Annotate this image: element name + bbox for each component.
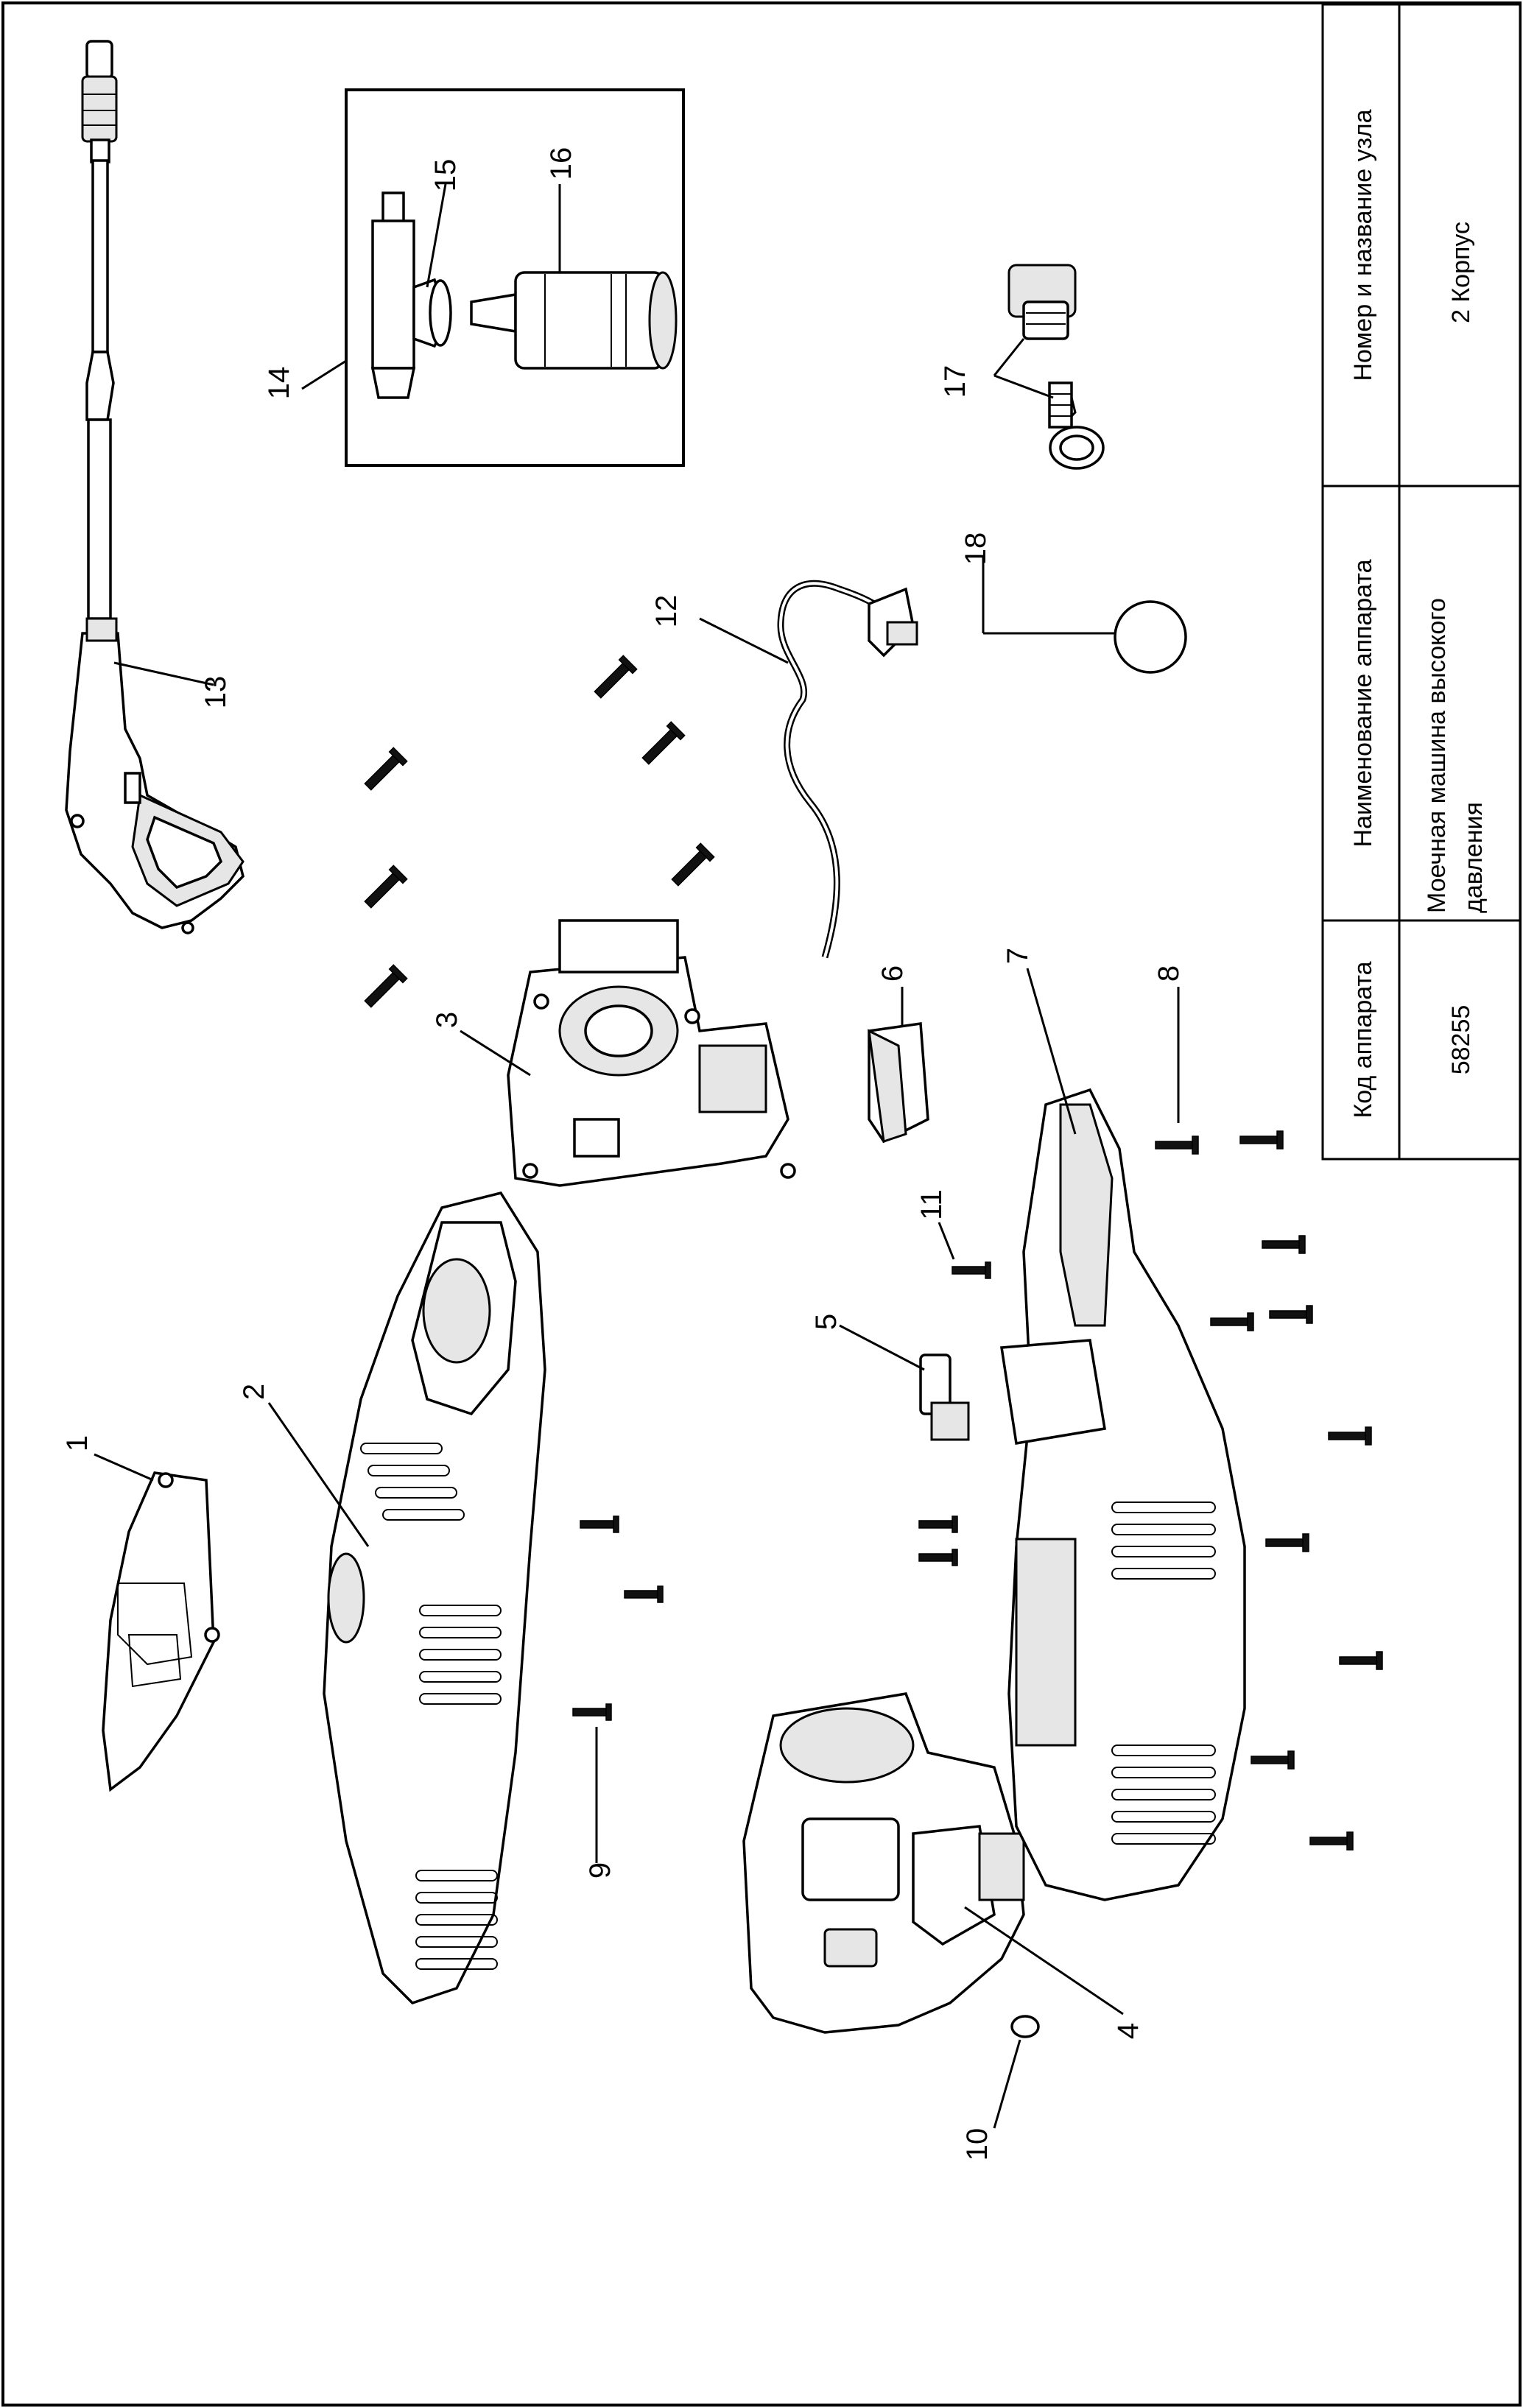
callout-4: 4 (1112, 2023, 1144, 2039)
callout-labels: 1 2 3 4 5 6 7 8 9 10 11 12 13 14 15 16 1… (61, 147, 1185, 2161)
power-cord (777, 580, 918, 959)
callout-6: 6 (876, 965, 909, 982)
round-label (1114, 600, 1187, 674)
cover-part (102, 1471, 220, 1792)
callout-11: 11 (915, 1189, 948, 1220)
leader-lines (94, 183, 1180, 2129)
callout-12: 12 (650, 595, 683, 628)
front-housing (742, 1692, 1025, 2034)
hose-fittings (1007, 264, 1105, 470)
spray-gun-lance (65, 40, 245, 934)
assembly-value: 2 Корпус (1447, 222, 1475, 323)
callout-10: 10 (961, 2128, 993, 2161)
bottom-housing (999, 1088, 1246, 1901)
callout-14: 14 (263, 367, 295, 400)
seal-part (868, 1022, 929, 1144)
top-housing (323, 1191, 546, 2005)
name-value-line1: Моечная машина высокого (1423, 598, 1451, 913)
drain-plug (1010, 2015, 1040, 2038)
title-block: Код аппарата 58255 Наименование аппарата… (1321, 3, 1522, 1161)
detail-box (345, 88, 685, 467)
callout-8: 8 (1153, 965, 1185, 982)
callout-5: 5 (810, 1314, 843, 1330)
callout-7: 7 (1002, 948, 1034, 964)
callout-2: 2 (238, 1384, 270, 1400)
callout-9: 9 (584, 1862, 616, 1879)
callout-15: 15 (429, 159, 462, 192)
code-header: Код аппарата (1349, 961, 1377, 1118)
name-header: Наименование аппарата (1349, 559, 1377, 847)
callout-17: 17 (939, 365, 971, 398)
callout-13: 13 (200, 676, 232, 709)
assembly-header: Номер и название узла (1349, 109, 1377, 381)
motor-bracket (507, 919, 796, 1187)
callout-18: 18 (960, 532, 992, 566)
callout-3: 3 (431, 1012, 463, 1028)
callout-1: 1 (61, 1435, 94, 1451)
switch-part (919, 1353, 970, 1441)
code-value: 58255 (1447, 1005, 1475, 1075)
callout-16: 16 (545, 147, 577, 180)
name-value-line2: давления (1460, 802, 1488, 913)
screws (364, 655, 1383, 1851)
